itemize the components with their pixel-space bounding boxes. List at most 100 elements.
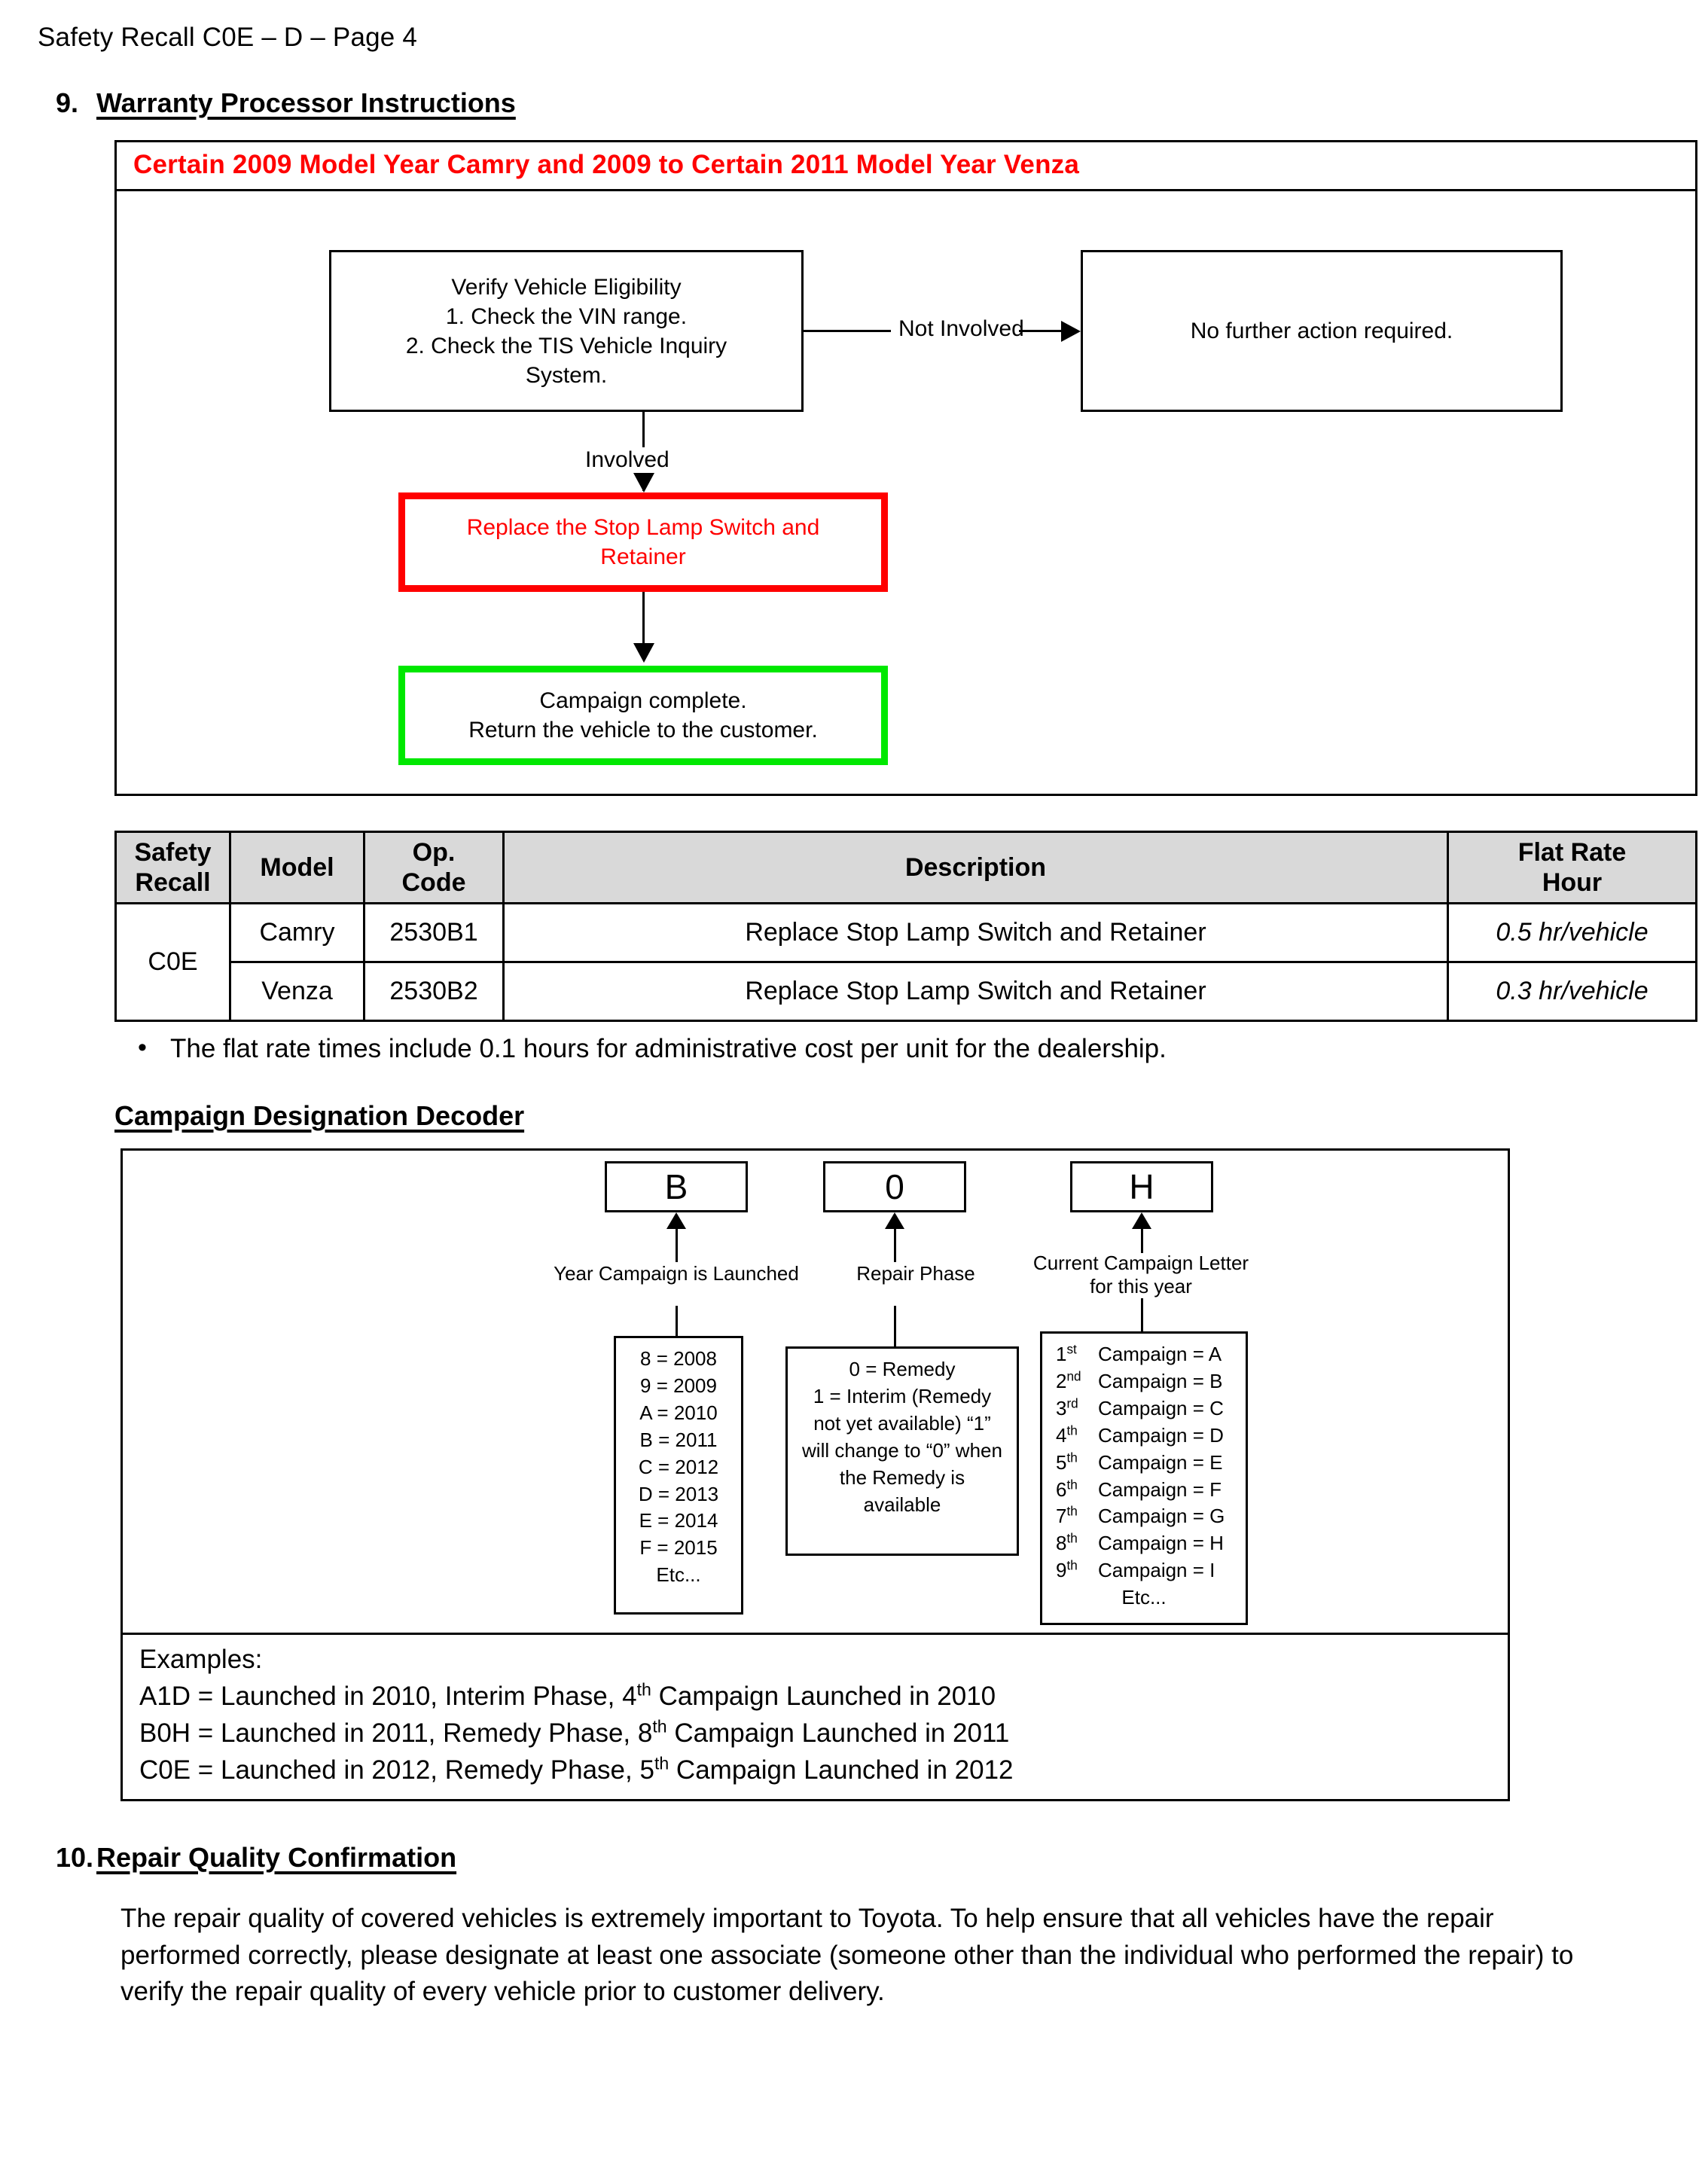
decoder-link-phase <box>894 1306 896 1349</box>
campaign-ordinal: 2nd <box>1056 1368 1081 1393</box>
year-item: 8 = 2008 <box>640 1347 717 1371</box>
table-row: Venza 2530B2 Replace Stop Lamp Switch an… <box>116 961 1697 1023</box>
campaign-label: Campaign = C <box>1098 1396 1224 1419</box>
section-9-heading: 9. Warranty Processor Instructions <box>56 87 1655 119</box>
campaign-etc: Etc... <box>1121 1586 1167 1609</box>
example-pre: C0E = Launched in 2012, Remedy Phase, 5 <box>139 1755 654 1785</box>
cell-flatrate-venza: 0.3 hr/vehicle <box>1447 961 1697 1023</box>
section-10-title: Repair Quality Confirmation <box>96 1842 457 1874</box>
example-pre: A1D = Launched in 2010, Interim Phase, 4 <box>139 1682 637 1712</box>
campaign-label: Campaign = H <box>1098 1532 1224 1555</box>
decoder-arrow-line-phase <box>894 1223 896 1263</box>
campaign-ordinal: 7th <box>1056 1503 1078 1528</box>
verify-line-3: 2. Check the TIS Vehicle Inquiry <box>405 333 727 358</box>
campaign-ordinal: 1st <box>1056 1341 1077 1366</box>
decoder-code-phase: 0 <box>823 1161 966 1213</box>
campaign-ordinal-suffix: th <box>1066 1530 1078 1546</box>
campaign-item: 5th Campaign = E <box>1048 1450 1240 1477</box>
decoder-campaign-list: 1st Campaign = A 2nd Campaign = B 3rd Ca… <box>1040 1331 1248 1626</box>
year-item: F = 2015 <box>639 1536 718 1560</box>
example-sup: th <box>654 1753 669 1773</box>
example-sup: th <box>636 1679 651 1700</box>
campaign-ordinal: 9th <box>1056 1557 1078 1582</box>
th-op-code-l2: Code <box>401 868 466 898</box>
campaign-item: 6th Campaign = F <box>1048 1477 1240 1504</box>
decoder-code-campaign: H <box>1070 1161 1213 1213</box>
cell-flatrate-camry: 0.5 hr/vehicle <box>1447 902 1697 964</box>
campaign-item: 9th Campaign = I <box>1048 1557 1240 1584</box>
replace-line-2: Retainer <box>600 544 686 569</box>
th-safety-recall: Safety Recall <box>114 830 231 905</box>
campaign-label: Campaign = I <box>1098 1559 1215 1582</box>
edge-line-replace-to-complete <box>642 592 645 646</box>
decoder-caption-year: Year Campaign is Launched <box>554 1262 799 1285</box>
campaign-item: 3rd Campaign = C <box>1048 1395 1240 1422</box>
th-description: Description <box>502 830 1449 905</box>
verify-line-4: System. <box>525 362 608 388</box>
edge-arrow-involved <box>633 473 654 492</box>
flat-rate-note-text: The flat rate times include 0.1 hours fo… <box>170 1034 1167 1064</box>
decoder-arrow-head-phase <box>885 1212 904 1230</box>
section-10-heading: 10. Repair Quality Confirmation <box>56 1842 1655 1874</box>
campaign-ordinal-suffix: th <box>1066 1476 1078 1492</box>
edge-label-not-involved: Not Involved <box>891 316 1032 342</box>
table-header-row: Safety Recall Model Op. Code Description… <box>114 830 1697 905</box>
op-code-table: Safety Recall Model Op. Code Description… <box>114 830 1697 1023</box>
phase-line: 1 = Interim (Remedy <box>813 1385 992 1408</box>
decoder-arrow-head-year <box>666 1212 686 1230</box>
verify-line-1: Verify Vehicle Eligibility <box>451 274 682 300</box>
campaign-ordinal-suffix: nd <box>1066 1368 1081 1384</box>
decoder-code-year: B <box>605 1161 748 1213</box>
campaign-label: Campaign = G <box>1098 1505 1225 1528</box>
no-action-line-1: No further action required. <box>1190 319 1453 343</box>
decoder-arrow-line-campaign <box>1141 1223 1143 1254</box>
decoder-link-year <box>676 1306 678 1338</box>
flow-node-replace-switch: Replace the Stop Lamp Switch and Retaine… <box>398 492 888 592</box>
edge-line-not-involved-right <box>1019 330 1061 332</box>
campaign-item: 2nd Campaign = B <box>1048 1368 1240 1395</box>
decoder-diagram: B 0 H Year Campaign is Launched Repair P… <box>123 1151 1508 1633</box>
edge-arrow-replace-to-complete <box>633 643 654 663</box>
section-9-title: Warranty Processor Instructions <box>96 87 516 118</box>
decoder-year-list: 8 = 2008 9 = 2009 A = 2010 B = 2011 C = … <box>614 1336 743 1615</box>
campaign-label: Campaign = F <box>1098 1477 1222 1501</box>
examples-label: Examples: <box>139 1645 263 1675</box>
campaign-ordinal: 3rd <box>1056 1395 1078 1419</box>
example-pre: B0H = Launched in 2011, Remedy Phase, 8 <box>139 1718 653 1749</box>
example-line: C0E = Launched in 2012, Remedy Phase, 5t… <box>139 1752 1508 1788</box>
campaign-label: Campaign = A <box>1098 1343 1222 1366</box>
section-10-number: 10. <box>56 1842 94 1874</box>
year-item: E = 2014 <box>639 1509 718 1532</box>
cell-opcode-camry: 2530B1 <box>363 902 505 964</box>
flow-node-no-further-action: No further action required. <box>1081 250 1563 412</box>
decoder-heading: Campaign Designation Decoder <box>114 1100 525 1132</box>
decoder-caption-phase: Repair Phase <box>856 1262 975 1285</box>
campaign-item: 4th Campaign = D <box>1048 1422 1240 1450</box>
year-item: Etc... <box>656 1563 701 1587</box>
year-item: D = 2013 <box>638 1482 719 1505</box>
decoder-examples: Examples: A1D = Launched in 2010, Interi… <box>123 1633 1508 1799</box>
decoder-caption-campaign: Current Campaign Letter for this year <box>1005 1252 1276 1298</box>
year-item: A = 2010 <box>639 1401 718 1424</box>
decoder-link-campaign <box>1141 1298 1143 1334</box>
edge-line-involved-top <box>642 412 645 459</box>
campaign-ordinal-suffix: st <box>1066 1341 1077 1357</box>
decoder-arrow-head-campaign <box>1132 1212 1151 1230</box>
cell-model-camry: Camry <box>229 902 365 964</box>
edge-line-not-involved-left <box>804 330 932 332</box>
complete-line-1: Campaign complete. <box>539 688 747 713</box>
th-safety-recall-l2: Recall <box>135 868 211 898</box>
th-flat-rate-l1: Flat Rate <box>1517 838 1627 867</box>
example-post: Campaign Launched in 2011 <box>666 1718 1010 1749</box>
edge-arrow-not-involved <box>1061 321 1081 342</box>
section-9-number: 9. <box>56 87 79 118</box>
phase-line: will change to “0” when <box>802 1438 1002 1462</box>
decoder-arrow-line-year <box>676 1223 678 1263</box>
th-safety-recall-l1: Safety <box>134 838 212 867</box>
th-op-code: Op. Code <box>363 830 505 905</box>
year-item: 9 = 2009 <box>640 1374 717 1398</box>
th-op-code-l1: Op. <box>412 838 456 867</box>
flowchart-banner: Certain 2009 Model Year Camry and 2009 t… <box>117 142 1695 191</box>
running-head: Safety Recall C0E – D – Page 4 <box>38 23 418 52</box>
decoder-caption-campaign-l1: Current Campaign Letter <box>1032 1252 1249 1275</box>
